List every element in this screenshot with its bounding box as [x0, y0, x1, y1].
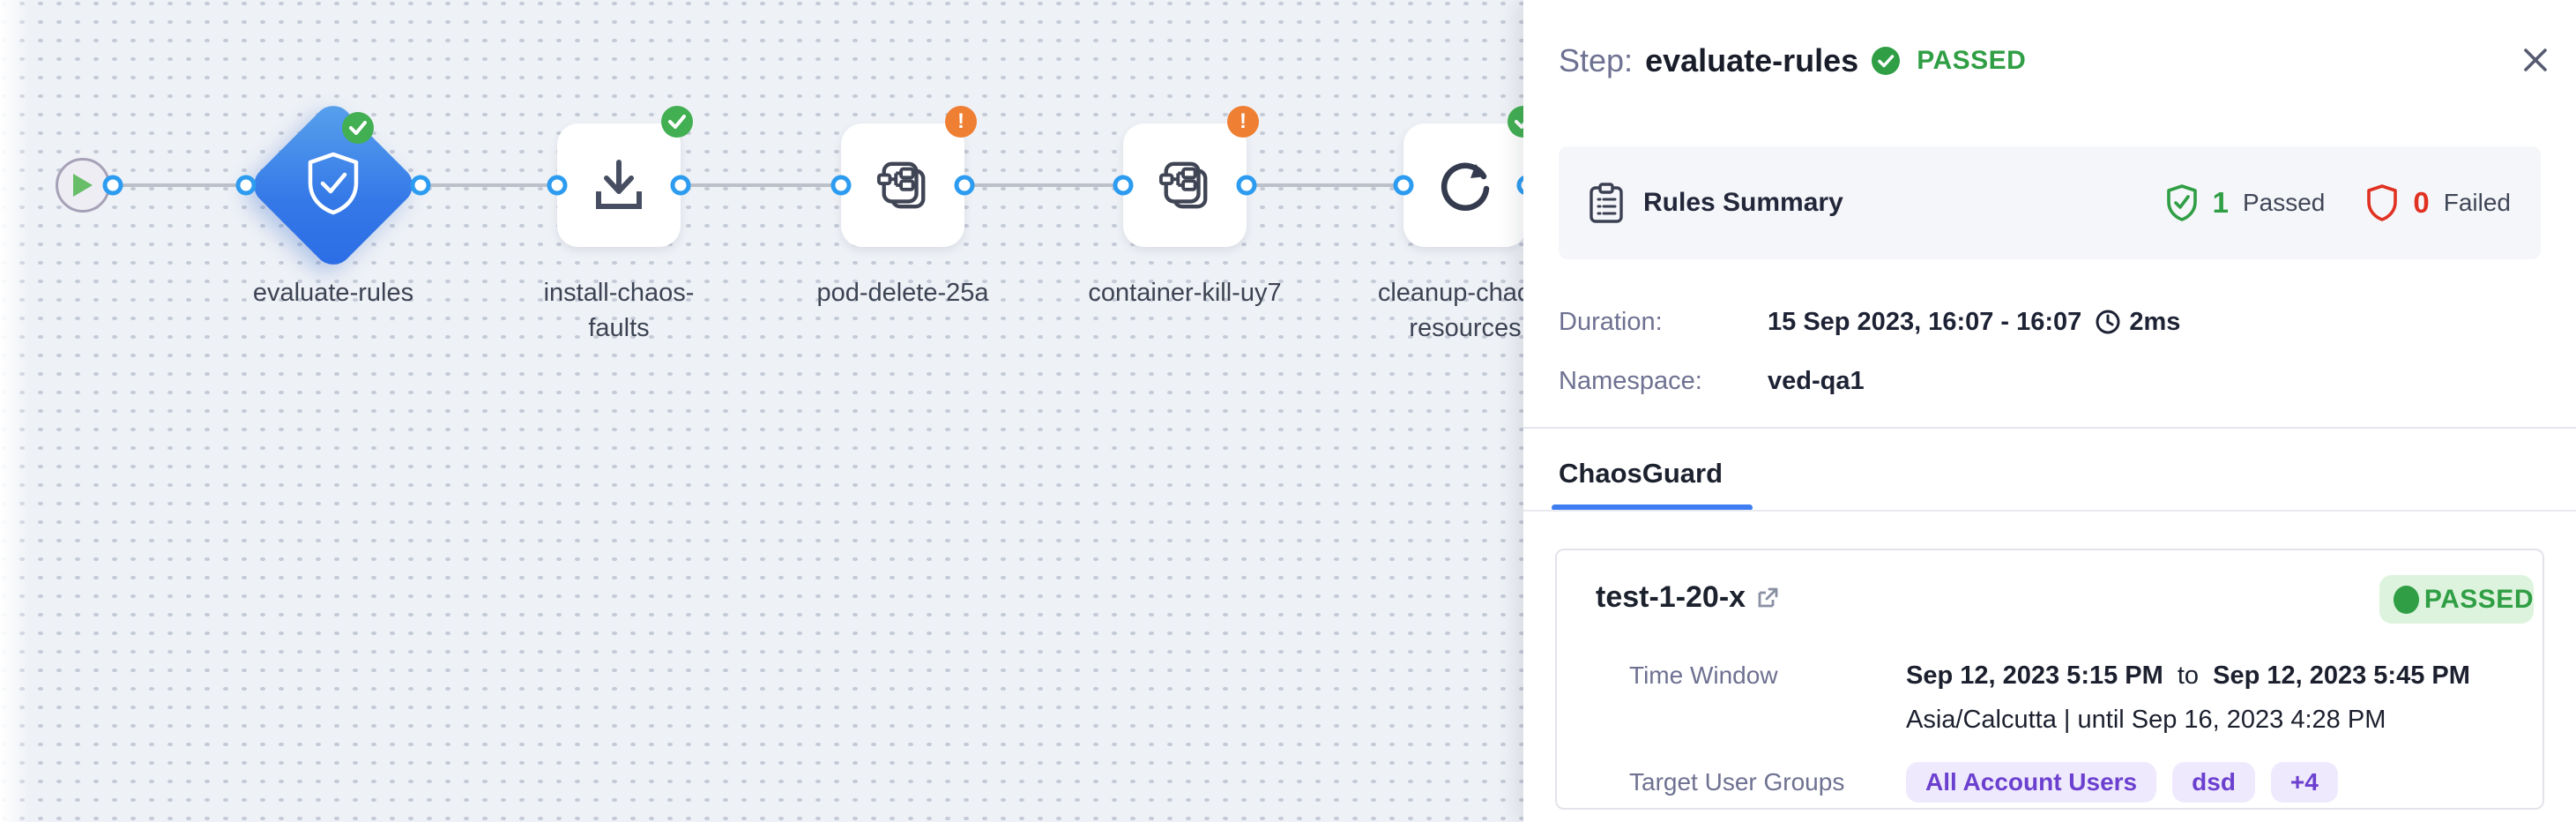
target-user-groups-label: Target User Groups [1629, 768, 1845, 796]
rules-failed-count: 0 [2413, 186, 2430, 219]
edge-poddelete-containerkill [964, 183, 1123, 187]
clipboard-icon [1590, 183, 1623, 223]
section-divider [1523, 427, 2576, 429]
rules-summary-left: Rules Summary [1589, 183, 1843, 223]
port-out-evaluate [410, 175, 431, 196]
user-group-pill[interactable]: All Account Users [1906, 762, 2157, 803]
duration-row: Duration: 15 Sep 2023, 16:07 - 16:07 2ms [1559, 303, 2180, 340]
namespace-row: Namespace: ved-qa1 [1559, 362, 1865, 400]
shield-failed-icon [2367, 184, 2398, 221]
time-window-join: to [2177, 661, 2200, 690]
port-in-cleanup [1393, 175, 1414, 196]
status-badge-passed-icon [342, 112, 374, 144]
status-badge-warning-icon: ! [1227, 106, 1259, 138]
node-label: install-chaos-faults [543, 279, 695, 342]
shield-passed-icon [2166, 184, 2197, 221]
rules-summary-box: Rules Summary 1 Passed 0 Failed [1559, 146, 2541, 259]
chaosguard-condition-card: test-1-20-x PASSED Time Window Sep 12, 2… [1555, 549, 2544, 810]
guard-title-row: test-1-20-x [1596, 577, 1780, 617]
timezone-row: Asia/Calcutta | until Sep 16, 2023 4:28 … [1629, 700, 2386, 739]
active-tab-underline [1552, 504, 1753, 511]
node-cleanup-chaos-resources[interactable] [1403, 123, 1527, 247]
node-install-chaos-faults[interactable] [557, 123, 681, 247]
guard-condition-name: test-1-20-x [1596, 579, 1746, 614]
target-user-groups-pills: All Account Users dsd +4 [1906, 762, 2338, 803]
retry-icon [1441, 162, 1490, 212]
step-prefix-label: Step: [1559, 42, 1634, 78]
edge-start-evaluate [110, 183, 247, 187]
time-window-from: Sep 12, 2023 5:15 PM [1906, 661, 2163, 690]
port-out-containerkill [1236, 175, 1257, 196]
guard-status-text: PASSED [2423, 584, 2534, 614]
node-container-kill-uy7[interactable] [1123, 123, 1247, 247]
port-in-install [547, 175, 568, 196]
edge-install-poddelete [681, 183, 841, 187]
port-out-install [670, 175, 691, 196]
external-link-icon[interactable] [1756, 586, 1780, 609]
duration-value: 15 Sep 2023, 16:07 - 16:07 [1768, 307, 2082, 336]
duration-label: Duration: [1559, 307, 1663, 336]
rules-passed-label: Passed [2242, 189, 2326, 216]
shield-check-icon [303, 151, 363, 216]
port-in-containerkill [1113, 175, 1134, 196]
close-icon [2524, 49, 2547, 71]
rules-summary-counts: 1 Passed 0 Failed [2165, 184, 2511, 221]
play-icon [73, 174, 93, 197]
time-window-row: Time Window Sep 12, 2023 5:15 PM to Sep … [1629, 656, 2470, 695]
step-status-badge: PASSED [1917, 46, 2027, 75]
status-dot-icon [2394, 585, 2419, 614]
timezone-info: Asia/Calcutta | until Sep 16, 2023 4:28 … [1906, 705, 2386, 734]
status-badge-warning-icon: ! [945, 106, 977, 138]
node-pod-delete-25a[interactable] [841, 123, 964, 247]
node-label: container-kill-uy7 [1088, 279, 1282, 307]
namespace-label: Namespace: [1559, 366, 1702, 395]
port-in-evaluate [235, 175, 257, 196]
step-title: evaluate-rules [1645, 42, 1859, 78]
chaos-fault-icon [876, 161, 926, 209]
time-window-to: Sep 12, 2023 5:45 PM [2213, 661, 2470, 690]
user-group-pill[interactable]: dsd [2172, 762, 2255, 803]
user-group-pill-more[interactable]: +4 [2270, 762, 2338, 803]
status-badge-passed-icon [661, 106, 693, 138]
duration-elapsed: 2ms [2129, 307, 2181, 336]
clock-icon [2096, 310, 2120, 334]
edge-evaluate-install [421, 183, 557, 187]
time-window-label: Time Window [1629, 661, 1778, 689]
tabbar-border [1523, 510, 2576, 512]
tab-chaosguard-label: ChaosGuard [1559, 458, 1724, 489]
guard-status-badge: PASSED [2379, 575, 2534, 624]
edge-containerkill-cleanup [1247, 183, 1403, 187]
tab-chaosguard[interactable]: ChaosGuard [1559, 452, 1723, 496]
rules-summary-title: Rules Summary [1643, 188, 1843, 217]
target-user-groups-row: Target User Groups All Account Users dsd… [1629, 760, 2338, 804]
canvas-left-fade [0, 0, 30, 822]
namespace-value: ved-qa1 [1768, 366, 1865, 395]
node-label: pod-delete-25a [816, 279, 989, 307]
rules-passed-count: 1 [2212, 186, 2229, 219]
check-circle-icon [1872, 47, 1901, 75]
step-details-panel: Step: evaluate-rules PASSED Rules Summar… [1523, 0, 2576, 822]
port-in-poddelete [830, 175, 852, 196]
rules-failed-label: Failed [2443, 189, 2511, 216]
chaos-fault-icon [1158, 161, 1208, 209]
download-icon [596, 160, 642, 209]
panel-header: Step: evaluate-rules PASSED [1559, 39, 2497, 83]
close-panel-button[interactable] [2518, 42, 2553, 78]
node-label: evaluate-rules [252, 279, 414, 307]
port-out-poddelete [954, 175, 975, 196]
port-out-start [102, 175, 123, 196]
